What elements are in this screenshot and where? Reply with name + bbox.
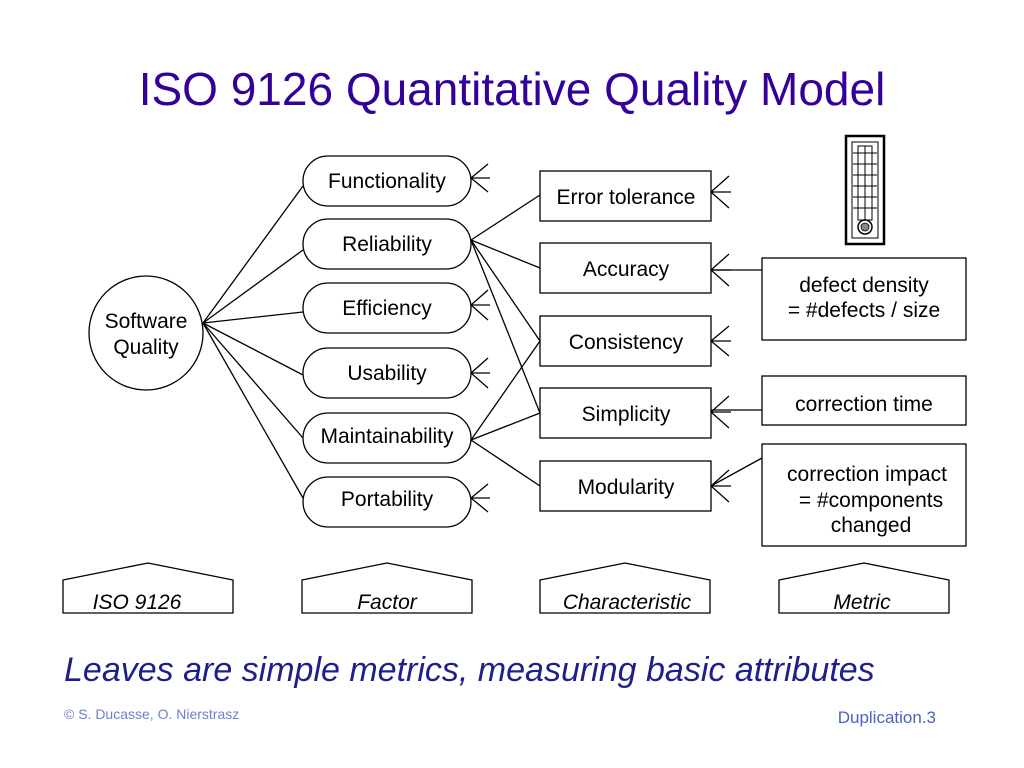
level-label-shape xyxy=(301,562,473,614)
level-label: Characteristic xyxy=(563,591,692,614)
factor-label: Reliability xyxy=(342,233,432,256)
characteristic-node xyxy=(539,315,712,367)
factor-label: Functionality xyxy=(328,170,446,193)
characteristic-label: Simplicity xyxy=(582,403,671,426)
characteristic-nodes: Error tolerance Accuracy Consistency Sim… xyxy=(539,170,712,512)
metric-line: changed xyxy=(831,514,912,537)
factor-node xyxy=(302,476,472,528)
connector-lines xyxy=(202,185,763,499)
level-label-shape xyxy=(778,562,950,614)
root-line-1: Software xyxy=(105,310,188,333)
characteristic-node xyxy=(539,387,712,439)
root-line-2: Quality xyxy=(113,336,179,359)
factor-label: Usability xyxy=(347,362,427,385)
factor-label: Portability xyxy=(341,488,434,511)
metric-line: correction impact xyxy=(787,463,947,486)
metric-node xyxy=(761,443,967,547)
level-label: Factor xyxy=(357,591,418,614)
factor-node xyxy=(302,412,472,464)
factor-label: Efficiency xyxy=(342,297,432,320)
level-label-shape xyxy=(62,562,234,614)
level-label: ISO 9126 xyxy=(93,591,182,614)
characteristic-label: Modularity xyxy=(578,476,675,499)
characteristic-node xyxy=(539,242,712,294)
characteristic-node xyxy=(539,460,712,512)
root-node xyxy=(88,275,204,391)
metric-line: = #components xyxy=(799,489,943,512)
factor-node xyxy=(302,218,472,270)
thermometer-icon xyxy=(844,134,886,246)
characteristic-node xyxy=(539,170,712,222)
factor-nodes: Functionality Reliability Efficiency Usa… xyxy=(302,155,472,528)
level-label-shape xyxy=(539,562,711,614)
page-title: ISO 9126 Quantitative Quality Model xyxy=(138,63,886,115)
characteristic-label: Consistency xyxy=(569,331,684,354)
factor-node xyxy=(302,155,472,207)
factor-node xyxy=(302,347,472,399)
metric-node xyxy=(761,375,967,426)
slide-caption: Leaves are simple metrics, measuring bas… xyxy=(64,651,875,689)
metric-line: defect density xyxy=(799,274,929,297)
characteristic-label: Accuracy xyxy=(583,258,670,281)
level-label: Metric xyxy=(833,591,891,614)
metric-nodes: defect density = #defects / size correct… xyxy=(761,257,967,547)
factor-node xyxy=(302,282,472,334)
metric-line: correction time xyxy=(795,393,933,416)
footer-authors: © S. Ducasse, O. Nierstrasz xyxy=(64,706,240,722)
level-labels: ISO 9126 Factor Characteristic Metric xyxy=(62,562,950,614)
metric-line: = #defects / size xyxy=(788,299,940,322)
characteristic-label: Error tolerance xyxy=(557,186,696,209)
metric-node xyxy=(761,257,967,341)
factor-label: Maintainability xyxy=(320,425,454,448)
footer-slide-number: Duplication.3 xyxy=(837,708,936,727)
